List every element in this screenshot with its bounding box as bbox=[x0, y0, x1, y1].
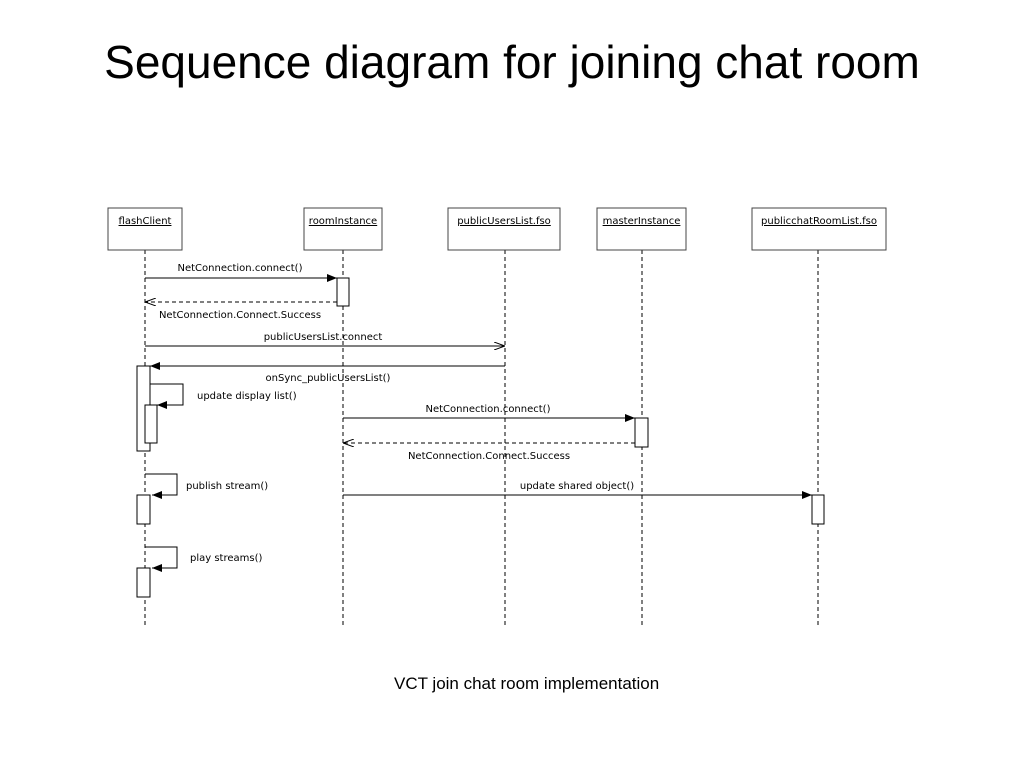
message-8: publish stream() bbox=[145, 473, 268, 499]
message-label: update shared object() bbox=[520, 481, 634, 492]
message-4: onSync_publicUsersList() bbox=[150, 362, 505, 384]
message-5: update display list() bbox=[150, 383, 297, 409]
participant-label: masterInstance bbox=[603, 216, 681, 227]
message-label: NetConnection.Connect.Success bbox=[408, 451, 570, 462]
message-label: onSync_publicUsersList() bbox=[266, 373, 391, 384]
participant-label: roomInstance bbox=[309, 216, 377, 227]
participant-roominstance: roomInstance bbox=[303, 207, 383, 251]
message-label: publicUsersList.connect bbox=[264, 332, 383, 343]
participant-label: publicchatRoomList.fso bbox=[761, 216, 877, 227]
participant-label: flashClient bbox=[119, 216, 172, 227]
participant-publicuserslist-fso: publicUsersList.fso bbox=[447, 207, 561, 251]
activation-box bbox=[144, 404, 158, 444]
message-label: NetConnection.connect() bbox=[426, 404, 551, 415]
message-label: update display list() bbox=[197, 391, 297, 402]
activation-box bbox=[811, 494, 825, 525]
activation-box bbox=[634, 417, 649, 448]
message-10: play streams() bbox=[145, 546, 263, 572]
diagram-caption: VCT join chat room implementation bbox=[394, 674, 660, 693]
self-message-arrow bbox=[150, 383, 184, 409]
message-label: NetConnection.Connect.Success bbox=[159, 310, 321, 321]
message-9: update shared object() bbox=[343, 481, 812, 499]
slide-title: Sequence diagram for joining chat room bbox=[104, 36, 920, 88]
message-label: publish stream() bbox=[186, 481, 268, 492]
message-3: publicUsersList.connect bbox=[145, 332, 505, 346]
message-2: NetConnection.Connect.Success bbox=[145, 302, 337, 321]
participant-flashclient: flashClient bbox=[107, 207, 183, 251]
participant-publicchatroomlist-fso: publicchatRoomList.fso bbox=[751, 207, 887, 251]
self-message-arrow bbox=[145, 473, 178, 499]
message-1: NetConnection.connect() bbox=[145, 263, 337, 282]
message-7: NetConnection.Connect.Success bbox=[343, 443, 635, 462]
activation-box bbox=[336, 277, 350, 307]
participant-masterinstance: masterInstance bbox=[596, 207, 687, 251]
message-6: NetConnection.connect() bbox=[343, 404, 635, 422]
activation-box bbox=[136, 494, 151, 525]
self-message-arrow bbox=[145, 546, 178, 572]
message-label: play streams() bbox=[190, 553, 263, 564]
activation-box bbox=[136, 567, 151, 598]
participant-label: publicUsersList.fso bbox=[457, 216, 551, 227]
message-label: NetConnection.connect() bbox=[178, 263, 303, 274]
